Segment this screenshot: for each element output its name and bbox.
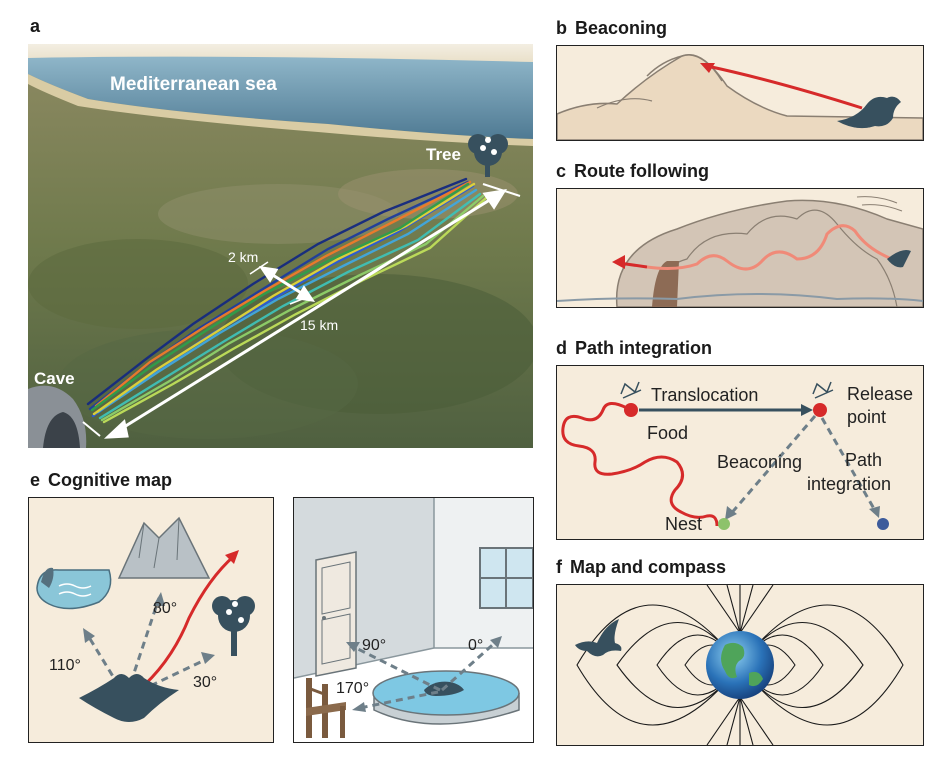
food-dot <box>624 403 638 417</box>
chair-icon <box>306 678 346 738</box>
path-integration-dashed-arrow <box>820 417 879 515</box>
tree-label: Tree <box>426 145 461 164</box>
panel-d-path-integration: Translocation Release point Food Beaconi… <box>556 365 924 540</box>
door-icon <box>315 551 357 677</box>
bat-flight-tracks <box>86 177 488 424</box>
panel-a-satellite-map: Mediterranean sea Tree Cave 2 km 15 km <box>28 44 533 448</box>
insect-icon <box>812 381 834 399</box>
panel-e-cognitive-map-bat: 80° 110° 30° <box>28 497 274 743</box>
foraging-path <box>561 402 719 527</box>
panel-a-label: a <box>30 16 41 36</box>
magnetic-field-lines <box>576 585 904 745</box>
tree-icon <box>212 596 255 656</box>
angle-0-label: 0° <box>468 637 483 654</box>
release-label-2: point <box>847 407 886 427</box>
sea-label: Mediterranean sea <box>110 74 277 95</box>
angle-110-label: 110° <box>49 657 81 674</box>
water-pool-icon <box>372 670 520 725</box>
panel-c-route-following <box>556 188 924 308</box>
mountain-icon <box>117 516 211 579</box>
angle-170-label: 170° <box>336 680 369 697</box>
release-dot <box>813 403 827 417</box>
food-label: Food <box>647 423 688 443</box>
tree-icon <box>468 134 508 177</box>
panel-e-cognitive-map-room: 90° 0° 170° <box>293 497 534 743</box>
angle-30-label: 30° <box>193 674 217 691</box>
insect-icon <box>620 381 642 399</box>
novel-route-arrow <box>128 554 235 700</box>
width-label: 2 km <box>228 249 258 265</box>
bat-icon <box>837 96 901 129</box>
release-label-1: Release <box>847 384 913 404</box>
beaconing-route-arrow <box>706 64 863 110</box>
cave-label: Cave <box>34 369 75 388</box>
bird-icon <box>575 619 622 657</box>
path-label-2: integration <box>807 474 891 494</box>
panel-b-beaconing <box>556 45 924 141</box>
distance-arrows <box>82 183 521 439</box>
bat-icon <box>79 674 179 722</box>
path-label-1: Path <box>845 450 882 470</box>
length-label: 15 km <box>300 317 338 333</box>
angle-80-label: 80° <box>153 600 177 617</box>
nest-label: Nest <box>665 514 702 534</box>
satellite-map-figure: Mediterranean sea Tree Cave 2 km 15 km <box>28 44 533 448</box>
beaconing-label: Beaconing <box>717 452 802 472</box>
nest-dot <box>718 518 730 530</box>
bat-icon <box>887 250 911 268</box>
angle-90-label: 90° <box>362 637 386 654</box>
panel-f-map-and-compass <box>556 584 924 746</box>
earth-globe-icon <box>706 631 774 699</box>
pi-end-dot <box>877 518 889 530</box>
window-icon <box>479 547 533 609</box>
beaconing-dashed-arrow <box>727 415 817 517</box>
route-path <box>646 224 893 271</box>
translocation-label: Translocation <box>651 385 758 405</box>
